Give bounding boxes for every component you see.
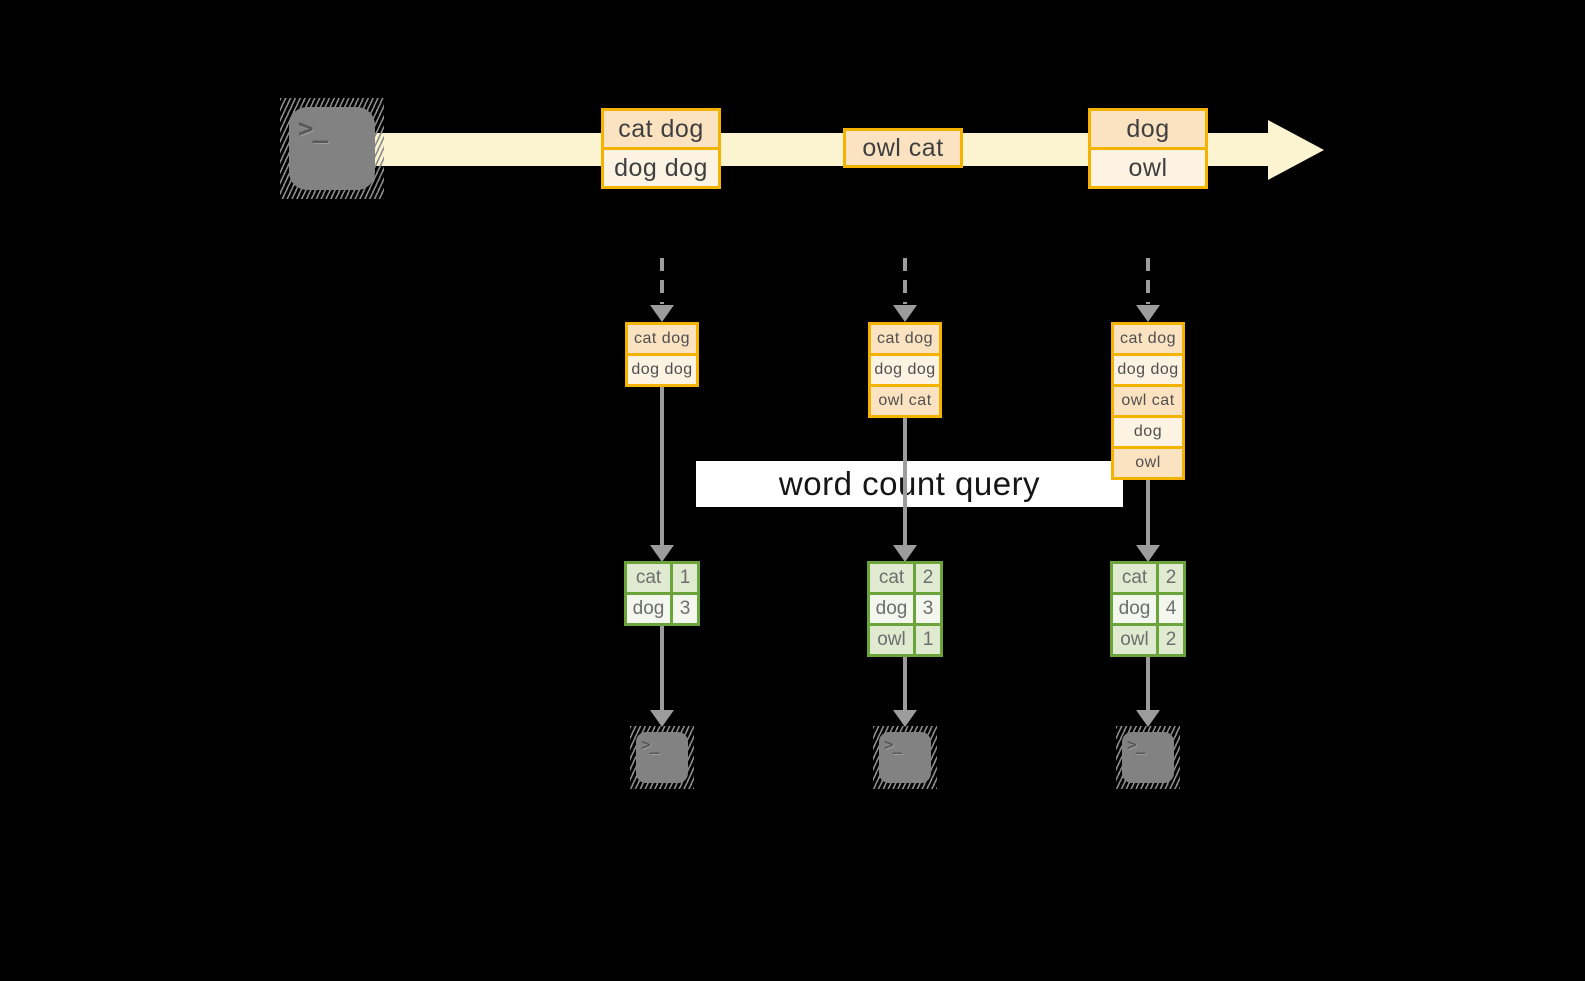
dashed-arrow-head [650,305,674,322]
stream-to-stack-dashed-arrow [903,258,907,304]
count-cell: 3 [673,595,697,623]
table-to-sink-line [1146,657,1150,710]
terminal-prompt-glyph: >_ [641,735,659,754]
stack-to-table-arrow-head [1136,545,1160,562]
terminal-prompt-glyph: >_ [1127,735,1145,754]
word-cell: dog [1113,595,1156,623]
terminal-screen [1122,732,1174,783]
dashed-arrow-head [1136,305,1160,322]
table-to-sink-line [903,657,907,710]
stream-event-row: dog dog [604,150,718,186]
terminal-screen [879,732,931,783]
snapshot-row: owl cat [1114,387,1182,415]
snapshot-row: dog [1114,418,1182,446]
stack-to-table-arrow-head [650,545,674,562]
query-label-text: word count query [778,465,1041,502]
dashed-arrow-head [893,305,917,322]
snapshot-row: cat dog [871,325,939,353]
stream-event-box: owl cat [843,128,963,168]
terminal-prompt-glyph: >_ [884,735,902,754]
source-terminal-icon: >_ [280,98,384,199]
stream-to-stack-dashed-arrow [660,258,664,304]
snapshot-row: dog dog [628,356,696,384]
word-cell: cat [870,564,913,592]
snapshot-row: cat dog [1114,325,1182,353]
stream-snapshot-stack: cat dog dog dog owl cat [868,322,942,418]
sink-terminal-icon: >_ [1116,726,1180,789]
snapshot-row: dog dog [1114,356,1182,384]
stream-snapshot-stack: cat dog dog dog [625,322,699,387]
word-cell: cat [627,564,670,592]
stream-event-row: owl [1091,150,1205,186]
table-to-sink-arrow-head [893,710,917,727]
count-cell: 2 [1159,626,1183,654]
terminal-screen [636,732,688,783]
stream-to-stack-dashed-arrow [1146,258,1150,304]
snapshot-row: owl [1114,449,1182,477]
word-cell: dog [627,595,670,623]
word-cell: cat [1113,564,1156,592]
stream-event-row: cat dog [604,111,718,147]
snapshot-row: owl cat [871,387,939,415]
count-cell: 2 [1159,564,1183,592]
count-cell: 3 [916,595,940,623]
stream-snapshot-stack: cat dog dog dog owl cat dog owl [1111,322,1185,480]
word-cell: dog [870,595,913,623]
table-to-sink-arrow-head [650,710,674,727]
stack-to-table-line [660,387,664,545]
table-to-sink-line [660,626,664,710]
count-cell: 4 [1159,595,1183,623]
stream-arrow-head [1268,120,1324,180]
snapshot-row: dog dog [871,356,939,384]
count-cell: 2 [916,564,940,592]
stack-to-table-arrow-head [893,545,917,562]
terminal-screen [289,107,375,190]
table-to-sink-arrow-head [1136,710,1160,727]
terminal-prompt-glyph: >_ [298,114,328,144]
sink-terminal-icon: >_ [630,726,694,789]
word-cell: owl [1113,626,1156,654]
count-cell: 1 [916,626,940,654]
stream-event-row: dog [1091,111,1205,147]
word-cell: owl [870,626,913,654]
stack-to-table-line [1146,480,1150,545]
stack-to-table-line [903,418,907,545]
sink-terminal-icon: >_ [873,726,937,789]
snapshot-row: cat dog [628,325,696,353]
query-label: word count query [696,461,1123,507]
stream-event-row: owl cat [846,131,960,165]
count-cell: 1 [673,564,697,592]
